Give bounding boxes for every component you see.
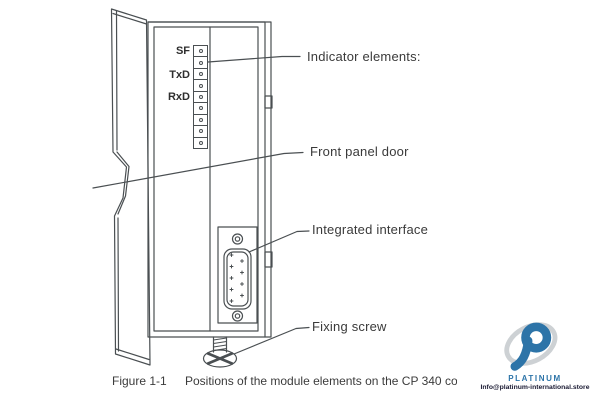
screw-icon — [202, 336, 238, 368]
led-dot — [198, 129, 203, 134]
front-panel-door-outline — [110, 8, 151, 366]
platinum-email: Info@platinum-international.store — [480, 384, 590, 391]
latch-tab-top — [264, 95, 273, 109]
led-dot — [198, 72, 203, 77]
led-label-txd: TxD — [169, 69, 190, 81]
platinum-wordmark: PLATINUM — [508, 374, 562, 383]
led-indicator — [194, 69, 207, 81]
led-indicator — [194, 80, 207, 92]
platinum-logo-icon — [504, 322, 558, 371]
figure-number: Figure 1-1 — [112, 374, 167, 388]
led-indicator — [194, 138, 207, 148]
led-indicator — [194, 46, 207, 58]
led-indicator — [194, 126, 207, 138]
leader-lines — [92, 55, 310, 355]
led-dot — [198, 117, 203, 122]
watermark: PLATINUM Info@platinum-international.sto… — [470, 312, 600, 398]
led-dot — [198, 106, 203, 111]
callout-indicator-elements: Indicator elements: — [307, 49, 421, 64]
callout-integrated-interface: Integrated interface — [312, 222, 429, 237]
led-dot — [198, 140, 203, 145]
callout-front-panel-door: Front panel door — [310, 144, 409, 159]
callout-fixing-screw: Fixing screw — [312, 319, 387, 334]
dsub-connector-icon — [217, 226, 258, 324]
led-dot — [198, 60, 203, 65]
led-dot — [198, 49, 203, 54]
latch-tab-bottom — [264, 251, 273, 268]
led-indicator-strip — [193, 45, 208, 149]
led-indicator — [194, 103, 207, 115]
figure-caption: Positions of the module elements on the … — [185, 374, 457, 388]
led-indicator — [194, 92, 207, 104]
led-dot — [198, 94, 203, 99]
led-indicator — [194, 115, 207, 127]
module-body-outline — [147, 21, 273, 338]
led-indicator — [194, 57, 207, 69]
led-label-rxd: RxD — [167, 91, 190, 103]
led-dot — [198, 83, 203, 88]
led-label-sf: SF — [175, 45, 190, 57]
